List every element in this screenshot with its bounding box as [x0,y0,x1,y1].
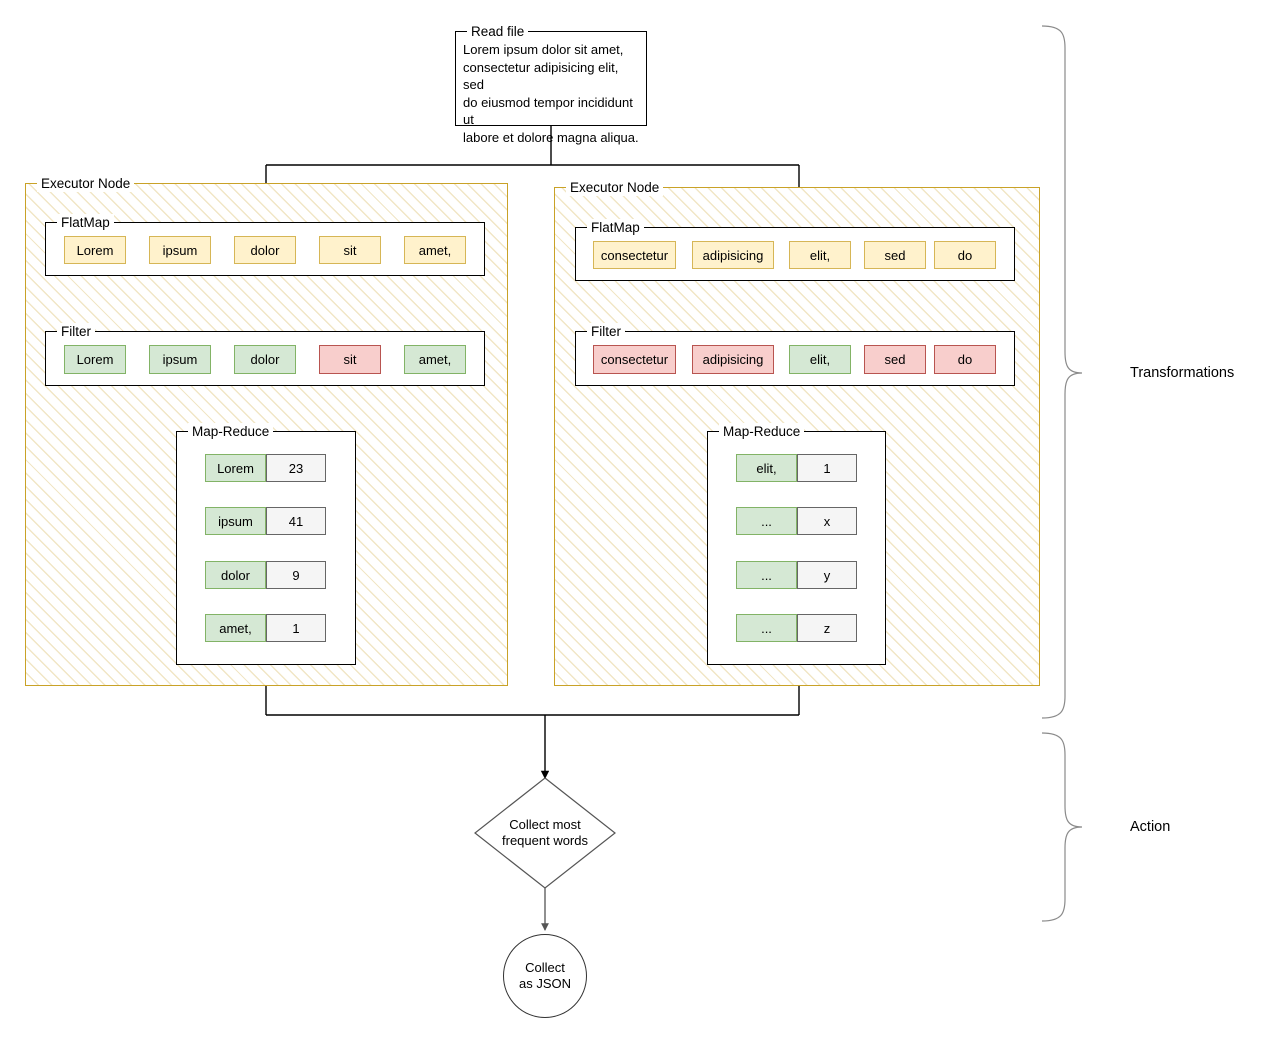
kv-row: ... x [736,507,857,535]
kv-value: y [797,561,857,589]
token-chip: consectetur [593,241,676,269]
token-chip: Lorem [64,345,126,374]
kv-row: ... z [736,614,857,642]
decision-diamond: Collect most frequent words [475,778,615,888]
brace-transformations [1041,25,1083,719]
token-chip: do [934,241,996,269]
kv-value: 41 [266,507,326,535]
token-chip: Lorem [64,236,126,264]
token-chip: ipsum [149,236,211,264]
token-chip: dolor [234,236,296,264]
mapreduce-group-1-label: Map-Reduce [188,423,274,440]
token-chip: sed [864,241,926,269]
read-file-text: Lorem ipsum dolor sit amet, consectetur … [463,42,639,145]
executor-node-1-label: Executor Node [37,175,135,192]
kv-value: 1 [266,614,326,642]
token-chip: sed [864,345,926,374]
kv-key: dolor [205,561,266,589]
kv-key: ... [736,561,797,589]
kv-key: amet, [205,614,266,642]
token-chip: amet, [404,236,466,264]
read-file-group: Read file Lorem ipsum dolor sit amet, co… [455,23,647,145]
kv-key: ... [736,507,797,535]
read-file-label: Read file [467,23,529,40]
kv-key: ... [736,614,797,642]
kv-key: ipsum [205,507,266,535]
kv-row: ... y [736,561,857,589]
kv-row: ipsum 41 [205,507,326,535]
token-chip: ipsum [149,345,211,374]
terminal-node: Collect as JSON [503,934,587,1018]
token-chip: adipisicing [692,345,774,374]
filter-group-1-label: Filter [57,323,95,340]
brace-action [1041,732,1083,922]
mapreduce-group-2-label: Map-Reduce [719,423,805,440]
brace-label-action: Action [1130,819,1171,835]
kv-row: amet, 1 [205,614,326,642]
token-chip: elit, [789,241,851,269]
token-chip: adipisicing [692,241,774,269]
kv-row: dolor 9 [205,561,326,589]
kv-row: elit, 1 [736,454,857,482]
filter-group-2-label: Filter [587,323,625,340]
kv-value: 1 [797,454,857,482]
executor-node-2-label: Executor Node [566,179,664,196]
decision-diamond-label: Collect most frequent words [502,817,588,848]
token-chip: sit [319,236,381,264]
flatmap-group-2-label: FlatMap [587,219,644,236]
token-chip: elit, [789,345,851,374]
kv-value: 9 [266,561,326,589]
token-chip: consectetur [593,345,676,374]
token-chip: sit [319,345,381,374]
token-chip: amet, [404,345,466,374]
kv-value: x [797,507,857,535]
kv-key: elit, [736,454,797,482]
token-chip: do [934,345,996,374]
brace-label-transformations: Transformations [1130,365,1235,381]
kv-row: Lorem 23 [205,454,326,482]
kv-value: 23 [266,454,326,482]
kv-value: z [797,614,857,642]
token-chip: dolor [234,345,296,374]
flatmap-group-1-label: FlatMap [57,214,114,231]
kv-key: Lorem [205,454,266,482]
